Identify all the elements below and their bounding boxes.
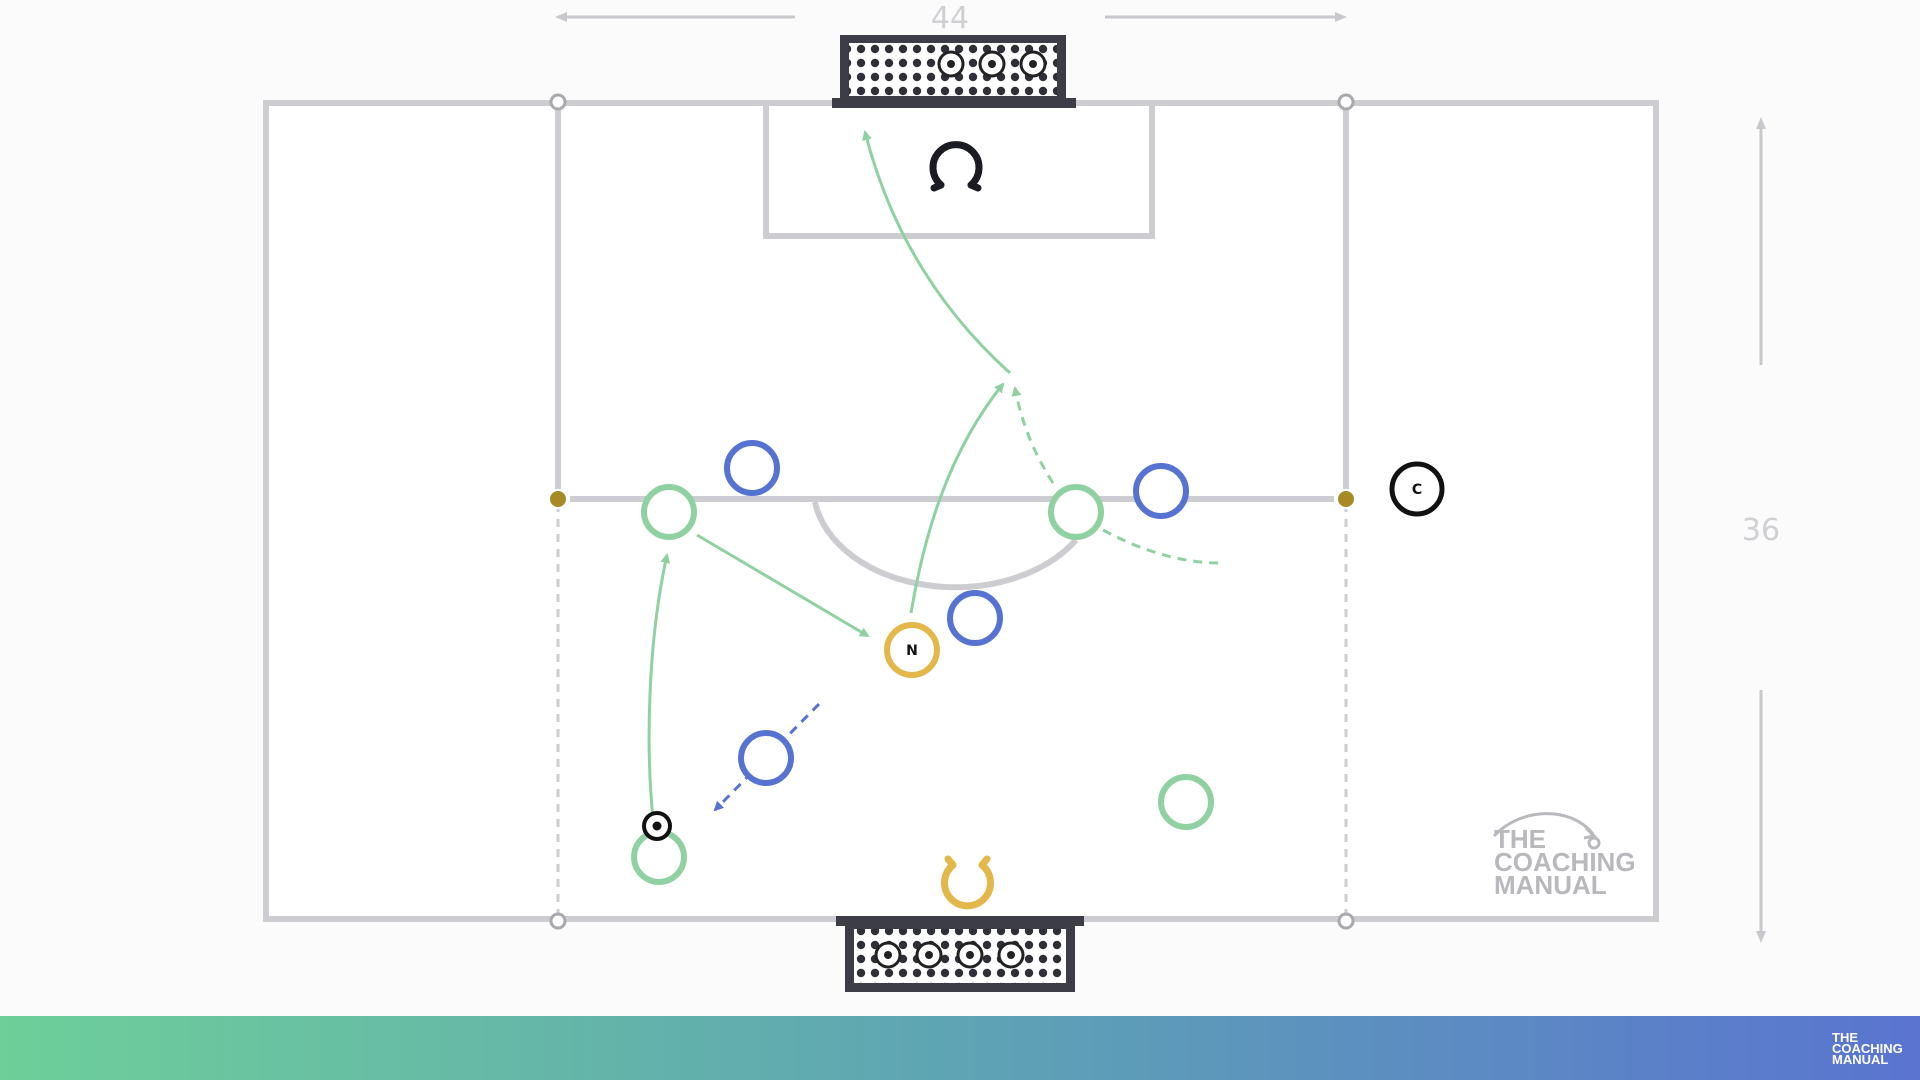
goal-icon: [836, 916, 1084, 992]
width-label: 44: [931, 1, 969, 36]
ball-icon: [642, 811, 672, 841]
movement-arrows: [647, 130, 1221, 829]
ball-icon: [874, 941, 902, 969]
footer-logo-line-2: COACHING: [1832, 1041, 1903, 1056]
green-player: [1048, 484, 1104, 540]
marker-dot: [1337, 912, 1355, 930]
footer-logo-line-3: MANUAL: [1832, 1052, 1889, 1067]
blue-player: [724, 440, 780, 496]
marker-dot: [549, 93, 567, 111]
marker-dot: [549, 912, 567, 930]
run-arrow: [862, 130, 1012, 375]
ball-icon: [956, 941, 984, 969]
brand-footer-bar: THE COACHING MANUAL: [0, 1016, 1920, 1080]
ball-icon: [1019, 50, 1047, 78]
marker-dot: [1337, 93, 1355, 111]
goal-icon: [832, 35, 1076, 108]
logo-line-2: COACHING: [1494, 847, 1636, 877]
neutral-player: N: [884, 622, 940, 678]
green-player: [641, 484, 697, 540]
cone-markers: [548, 489, 1356, 509]
corner-markers: [549, 93, 1355, 930]
length-dimension: 36: [1742, 117, 1780, 943]
green-player: [1158, 774, 1214, 830]
pitch-boundary: [263, 100, 1659, 922]
blue-team: [724, 440, 1189, 786]
width-dimension: 44: [555, 1, 1347, 36]
ball-icon: [937, 50, 965, 78]
length-label: 36: [1742, 513, 1780, 548]
center-arc: [812, 501, 1079, 591]
logo-line-3: MANUAL: [1494, 870, 1607, 900]
neutral-label: N: [906, 643, 918, 659]
goalkeeper-icon: [941, 855, 994, 910]
ball-icon: [997, 941, 1025, 969]
goalkeeper-icon: [929, 141, 983, 192]
blue-player: [1133, 463, 1189, 519]
ball-icon: [915, 941, 943, 969]
pressure-arrow: [713, 702, 821, 812]
logo-icon: THE COACHING MANUAL: [1492, 812, 1636, 900]
pass-arrow: [696, 533, 870, 638]
cone-icon: [1336, 489, 1356, 509]
run-arrow-dashed: [1011, 386, 1055, 484]
logo-line-1: THE: [1494, 824, 1546, 854]
pass-arrow: [909, 382, 1005, 614]
coach-label: C: [1412, 482, 1422, 498]
footer-logo-line-1: THE: [1832, 1030, 1858, 1045]
cone-icon: [548, 489, 568, 509]
blue-player: [947, 590, 1003, 646]
pitch: [263, 100, 1659, 922]
pass-arrow: [647, 553, 671, 829]
footer-logo: THE COACHING MANUAL: [1832, 1030, 1908, 1067]
coach-marker: C: [1389, 461, 1445, 517]
ball-icon: [978, 50, 1006, 78]
green-team: [631, 484, 1214, 885]
penalty-box: [763, 103, 1155, 239]
blue-player: [738, 730, 794, 786]
